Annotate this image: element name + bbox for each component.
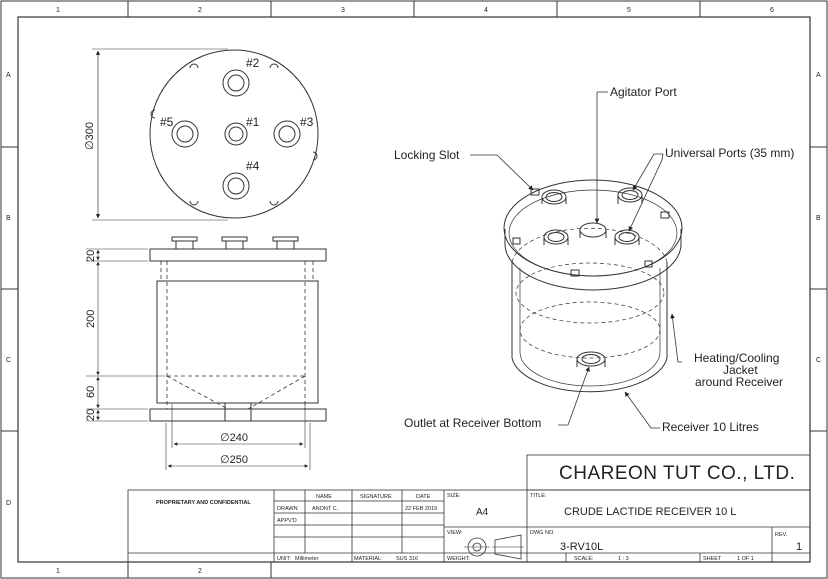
callout-universal-ports: Universal Ports (35 mm) xyxy=(665,146,794,160)
col-name-header: NAME xyxy=(316,494,332,500)
top-port-4 xyxy=(222,172,250,200)
material-label: MATERIAL: xyxy=(354,556,383,562)
frame-grid-labels: 1 2 3 4 5 6 1 2 A B C D A B C xyxy=(6,7,821,575)
grid-col-2: 2 xyxy=(198,7,202,14)
drawn-date: 22 FEB 2019 xyxy=(405,506,437,512)
port-label-1: #1 xyxy=(246,115,260,129)
size-label: SIZE: xyxy=(447,493,461,499)
grid-col-3: 3 xyxy=(341,7,345,14)
top-port-1 xyxy=(224,122,248,146)
scale-label: SCALE: xyxy=(574,556,594,562)
side-view xyxy=(86,236,327,470)
iso-locking-slots xyxy=(512,188,670,277)
top-diameter-dim: ∅300 xyxy=(84,122,96,150)
approved-label: APPV'D xyxy=(277,518,297,524)
callout-receiver: Receiver 10 Litres xyxy=(662,420,759,434)
dim-outer-diameter: ∅250 xyxy=(220,454,248,466)
dim-body-height: 200 xyxy=(85,310,97,328)
dim-inner-diameter: ∅240 xyxy=(220,432,248,444)
grid-row-a-right: A xyxy=(816,72,821,79)
proprietary-notice: PROPRIETARY AND CONFIDENTIAL xyxy=(156,500,251,506)
grid-row-d: D xyxy=(6,500,11,507)
projection-symbol xyxy=(464,534,524,560)
iso-port-back-left xyxy=(541,189,567,205)
weight-label: WEIGHT: xyxy=(447,556,470,562)
title-block-text: CHAREON TUT CO., LTD. PROPRIETARY AND CO… xyxy=(156,463,802,562)
grid-row-c: C xyxy=(6,357,11,364)
port-label-2: #2 xyxy=(246,56,260,70)
drawn-label: DRAWN xyxy=(277,506,298,512)
company-name: CHAREON TUT CO., LTD. xyxy=(559,463,795,484)
rev-label: REV. xyxy=(775,532,788,538)
top-view xyxy=(92,48,319,221)
grid-row-a: A xyxy=(6,72,11,79)
title-label: TITLE: xyxy=(530,493,547,499)
view-label: VIEW: xyxy=(447,530,463,536)
scale-value: 1 : 3 xyxy=(618,556,629,562)
grid-col-6: 6 xyxy=(770,7,774,14)
callout-leaders xyxy=(470,91,682,429)
dwg-no-label: DWG NO. xyxy=(530,530,555,536)
callout-agitator-port: Agitator Port xyxy=(610,85,677,99)
grid-col-1-bottom: 1 xyxy=(56,568,60,575)
iso-outlet xyxy=(576,351,606,367)
iso-port-front-right xyxy=(614,229,640,245)
drawing-title: CRUDE LACTIDE RECEIVER 10 L xyxy=(564,506,736,518)
callout-locking-slot: Locking Slot xyxy=(394,148,460,162)
callout-jacket-line2: Jacket xyxy=(723,363,758,377)
top-port-5 xyxy=(171,120,199,148)
grid-col-4: 4 xyxy=(484,7,488,14)
port-label-5: #5 xyxy=(160,115,174,129)
grid-row-c-right: C xyxy=(816,357,821,364)
top-port-3 xyxy=(273,120,301,148)
sheet-value: 1 OF 1 xyxy=(737,556,754,562)
grid-row-b: B xyxy=(6,215,11,222)
isometric-view xyxy=(503,179,683,393)
port-label-4: #4 xyxy=(246,159,260,173)
size-value: A4 xyxy=(476,507,489,518)
title-block xyxy=(127,454,811,563)
dwg-no-value: 3-RV10L xyxy=(560,541,603,553)
callout-jacket-line3: around Receiver xyxy=(695,375,783,389)
grid-row-b-right: B xyxy=(816,215,821,222)
dim-cone-height: 60 xyxy=(85,386,97,398)
grid-col-1: 1 xyxy=(56,7,60,14)
grid-col-5: 5 xyxy=(627,7,631,14)
iso-port-agitator xyxy=(579,222,607,238)
grid-col-2-bottom: 2 xyxy=(198,568,202,575)
unit-label: UNIT: xyxy=(277,556,291,562)
port-label-3: #3 xyxy=(300,115,314,129)
col-date-header: DATE xyxy=(416,494,431,500)
top-port-2 xyxy=(222,69,250,97)
sheet-label: SHEET xyxy=(703,556,722,562)
iso-port-back-right xyxy=(617,187,643,204)
col-signature-header: SIGNATURE xyxy=(360,494,392,500)
callout-outlet: Outlet at Receiver Bottom xyxy=(404,416,541,430)
dim-flange-top: 20 xyxy=(85,250,97,262)
rev-value: 1 xyxy=(796,541,802,553)
dim-flange-bottom: 20 xyxy=(85,409,97,421)
material-value: SUS 316 xyxy=(396,556,418,562)
unit-value: Millimeter xyxy=(295,556,319,562)
drawn-name: ANONT C. xyxy=(312,506,339,512)
iso-port-front-left xyxy=(543,229,569,245)
callout-jacket-line1: Heating/Cooling xyxy=(694,351,779,365)
